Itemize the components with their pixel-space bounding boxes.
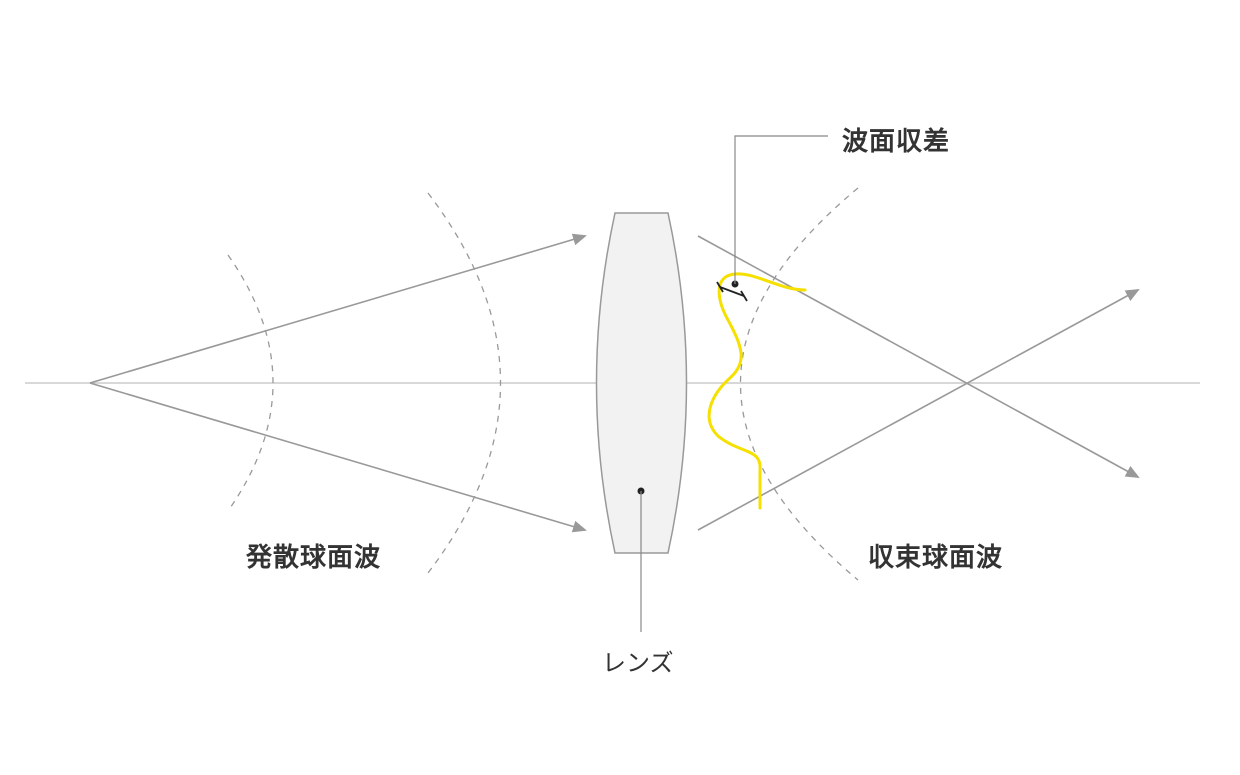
converging-wavefront — [739, 187, 859, 581]
lens-shape — [595, 212, 688, 554]
diverging-wavefront-outer — [427, 192, 502, 574]
diverging-wavefront-inner — [227, 254, 274, 512]
converging-ray-upper — [697, 235, 1140, 478]
aberration-marker — [716, 281, 748, 302]
aberration-leader-line — [734, 135, 828, 284]
converging-ray-lower — [697, 289, 1140, 531]
aberrated-wavefront-curve — [707, 272, 807, 510]
lens-label: レンズ — [602, 649, 674, 677]
converging-spherical-wave-label: 収束球面波 — [868, 543, 1004, 573]
diverging-spherical-wave-label: 発散球面波 — [246, 543, 382, 573]
incident-ray-lower — [89, 382, 587, 533]
wavefront-aberration-label: 波面収差 — [842, 127, 951, 157]
incident-ray-upper — [89, 233, 587, 384]
